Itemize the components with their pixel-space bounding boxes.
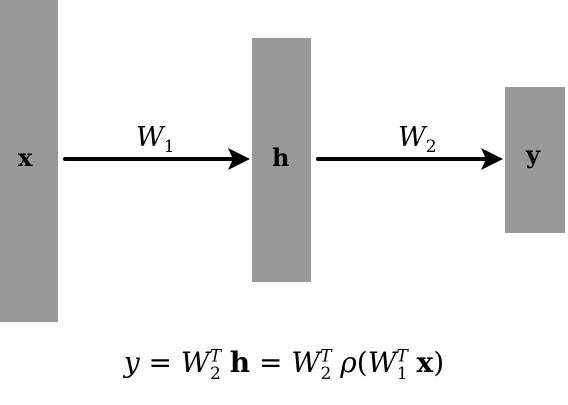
node-label-h: h (272, 143, 290, 172)
edge-label-w2: W2 (398, 122, 437, 157)
arrowhead-icon (228, 148, 250, 170)
arrow-h-to-y (316, 148, 503, 170)
output-layer-block (505, 87, 565, 233)
input-layer-block (0, 0, 58, 322)
arrow-x-to-h (63, 148, 250, 170)
edge-label-w1: W1 (136, 122, 175, 157)
arrowhead-icon (481, 148, 503, 170)
node-label-x: x (18, 143, 33, 172)
formula: y = WT2 h = WT2 ρ(WT1 x) (123, 346, 445, 384)
hidden-layer-block (252, 38, 311, 282)
node-label-y: y (526, 140, 540, 169)
